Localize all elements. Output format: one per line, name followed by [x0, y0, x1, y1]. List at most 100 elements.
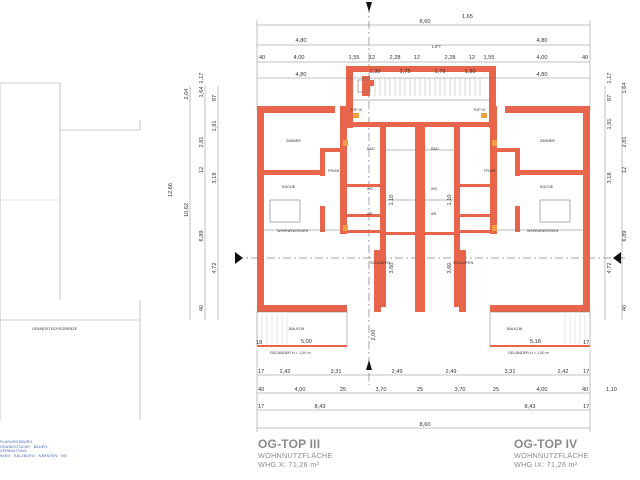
- dim-bot-row1-1: 2,42: [280, 369, 291, 375]
- logo-line: WIEN · SALZBURG · KÄRNTEN · NÖ: [0, 453, 67, 458]
- fixtures: [343, 80, 497, 231]
- section-note-right: GELÄNDER H = 1,00 m: [508, 351, 549, 355]
- dim-top-row2-4: 2,28: [390, 55, 401, 61]
- dim-bot-row1-7: 17: [583, 369, 589, 375]
- dim-right-9: 40: [622, 305, 628, 311]
- balcony-dimensions: 5,00 5,18 18 17: [256, 339, 589, 346]
- dim-bot-row3-3: 17: [583, 404, 589, 410]
- dim-left-7: 3,18: [212, 173, 218, 184]
- dim-bot-row2-5: 3,70: [455, 387, 466, 393]
- dimension-lines: [189, 20, 623, 432]
- section-markers: [235, 2, 621, 370]
- partitions: [264, 79, 583, 231]
- dim-balcony-right: 5,18: [530, 339, 541, 345]
- lift-label: LIFT: [432, 44, 442, 49]
- balcony-hatch: [261, 314, 586, 344]
- dim-corner-left: 18: [256, 340, 262, 346]
- right-dimensions: 1,17 1,64 87 1,91 2,81 12 3,18 6,89 4,72…: [607, 73, 628, 312]
- dim-left-6: 12: [199, 167, 205, 173]
- dim-bot-row2-3: 3,70: [376, 387, 387, 393]
- dim-bot-row2-6: 25: [493, 387, 499, 393]
- dim-bot-row3-0: 17: [258, 404, 264, 410]
- dim-top-row2-10: 40: [582, 55, 588, 61]
- dim-left-4: 1,91: [212, 121, 218, 132]
- dim-left-8: 6,89: [199, 231, 205, 242]
- unit-area-value: WHG IX: 71,26 m²: [514, 460, 578, 469]
- dim-mid-4: 1,10: [447, 195, 453, 206]
- unit-title-left: OG-TOP III WOHNNUTZFLÄCHE WHG X: 71,26 m…: [258, 437, 332, 469]
- section-note-left: GELÄNDER H = 1,00 m: [270, 351, 311, 355]
- stair-label-top3: TOP III: [350, 108, 362, 112]
- dim-mid-3: 1,10: [389, 195, 395, 206]
- dim-bot-row1-5: 3,31: [505, 369, 516, 375]
- left-dimensions: 2,04 1,64 1,17 87 1,91 2,81 12 3,18 6,89…: [168, 73, 218, 312]
- dim-top-row3-5: 4,80: [537, 72, 548, 78]
- dim-top-row2-8: 1,55: [484, 55, 495, 61]
- side-note: GRUNDSTÜCKSGRENZE: [32, 327, 78, 331]
- dim-top-row3-1: 1,30: [370, 69, 381, 75]
- site-boundary: [0, 82, 141, 420]
- dim-small-top: 1,65: [462, 14, 473, 20]
- unit-area-label: WOHNNUTZFLÄCHE: [514, 451, 589, 460]
- dim-bot-row3-2: 8,43: [525, 404, 536, 410]
- dim-bot-row1-3: 2,49: [392, 369, 403, 375]
- room-left-bad: BAD: [367, 147, 375, 151]
- dim-top-row2-7: 12: [469, 55, 475, 61]
- dim-left-1: 1,64: [199, 87, 205, 98]
- dim-bot-row1-2: 3,31: [331, 369, 342, 375]
- dim-top-row2-9: 4,00: [537, 55, 548, 61]
- dim-bot-row2-2: 25: [340, 387, 346, 393]
- room-right-zimmer: ZIMMER: [540, 139, 555, 143]
- unit-area-label: WOHNNUTZFLÄCHE: [258, 451, 333, 460]
- room-right-wohnen: WOHNEN/ESSEN: [527, 229, 558, 233]
- room-left-wc: WC: [367, 187, 374, 191]
- dim-left-outer-0: 12,66: [168, 183, 174, 197]
- dim-corner-right: 17: [583, 340, 589, 346]
- dim-top-row2-2: 1,55: [349, 55, 360, 61]
- dim-mid-0: 2,00: [371, 330, 377, 341]
- dim-mid-2: 3,60: [447, 263, 453, 274]
- balconies: [256, 311, 591, 347]
- unit-area-value: WHG X: 71,26 m²: [258, 460, 320, 469]
- dim-bot-row2-8: 40: [582, 387, 588, 393]
- dim-bot-row3-1: 8,43: [315, 404, 326, 410]
- dim-right-0: 1,17: [607, 73, 613, 84]
- dim-overall-top: 8,60: [420, 19, 431, 25]
- room-right-frar: FR/AR: [484, 169, 496, 173]
- dim-right-5: 12: [622, 167, 628, 173]
- dim-right-8: 4,72: [607, 263, 613, 274]
- dim-left-0: 2,04: [184, 89, 190, 100]
- logo-line: GRUNDSTÜCKE · BAUEN · VERWALTUNG: [0, 444, 50, 454]
- dim-bot-row1-6: 2,42: [558, 369, 569, 375]
- unit-title-right: OG-TOP IV WOHNNUTZFLÄCHE WHG IX: 71,26 m…: [514, 437, 588, 469]
- dim-top-row3-3: 1,79: [435, 69, 446, 75]
- dim-bot-row2-1: 4,00: [295, 387, 306, 393]
- room-labels: ZIMMER KÜCHE WOHNEN/ESSEN FR/AR BAD WC A…: [32, 108, 558, 355]
- axis-lines: [235, 5, 625, 385]
- dim-bot-row2-4: 25: [417, 387, 423, 393]
- room-right-balkon: BALKON: [507, 327, 523, 331]
- dim-top-row3-2: 1,75: [400, 69, 411, 75]
- room-left-balkon: BALKON: [289, 327, 305, 331]
- dim-right-1: 1,64: [622, 83, 628, 94]
- top-dimensions: 8,60 1,65 4,80 4,80 40 4,00 1,55 12 2,28…: [259, 14, 588, 78]
- room-left-kueche: KÜCHE: [282, 185, 296, 189]
- dim-bot-row2-9: 1,10: [606, 387, 617, 393]
- dim-bot-overall: 8,60: [420, 422, 431, 428]
- dim-left-2: 1,17: [199, 73, 205, 84]
- stair-label-top4: TOP IV: [473, 108, 486, 112]
- room-left-zimmer: ZIMMER: [286, 139, 301, 143]
- dim-top-row3-0: 4,80: [296, 72, 307, 78]
- room-left-schlafen: SCHLAFEN: [370, 261, 391, 265]
- dim-mid-1: 3,60: [389, 263, 395, 274]
- dim-left-outer-1: 10,62: [184, 203, 190, 217]
- unit-name: OG-TOP III: [258, 437, 321, 451]
- dim-right-7: 6,89: [622, 231, 628, 242]
- dim-right-6: 3,18: [607, 173, 613, 184]
- room-left-frar: FR/AR: [328, 169, 340, 173]
- room-right-schlafen: SCHLAFEN: [453, 261, 474, 265]
- room-left-ar: AR: [367, 212, 373, 216]
- dim-top-row2-6: 2,28: [445, 55, 456, 61]
- dim-right-3: 1,91: [607, 119, 613, 130]
